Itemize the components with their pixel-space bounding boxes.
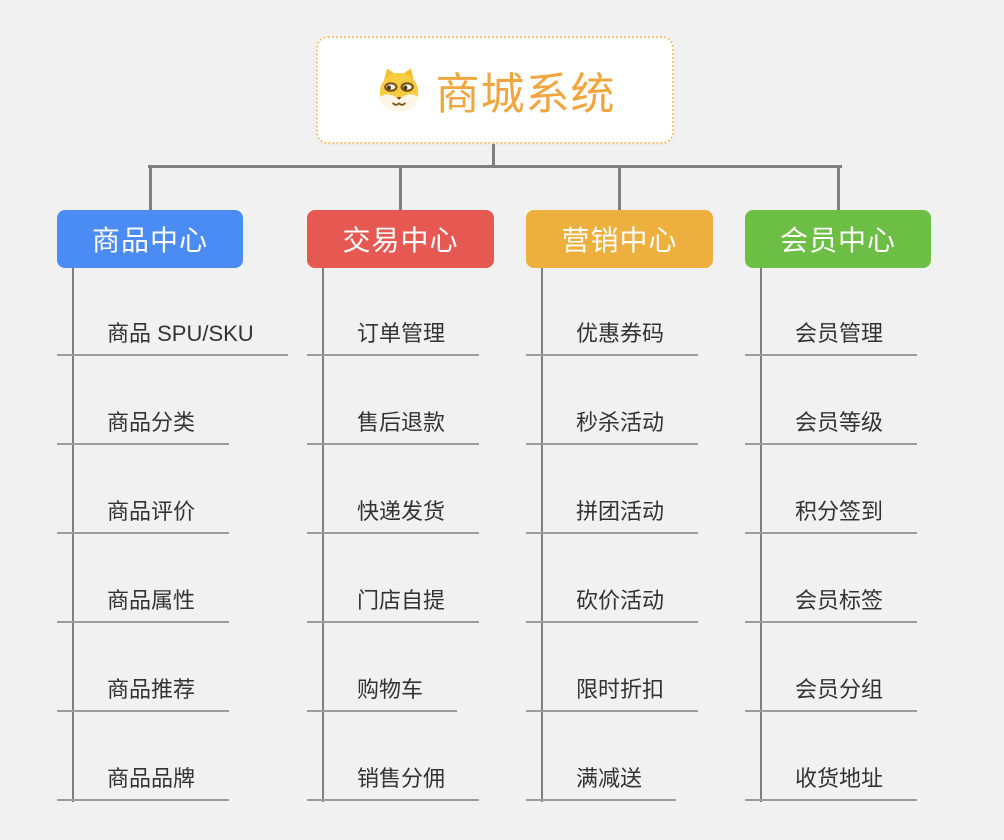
child-label: 快递发货	[357, 499, 446, 524]
branch-node[interactable]: 交易中心	[307, 210, 494, 268]
child-label: 收货地址	[795, 766, 884, 791]
child-node[interactable]: 商品品牌	[57, 755, 230, 801]
child-node[interactable]: 拼团活动	[526, 488, 699, 534]
connector-branch-drop	[148, 165, 152, 210]
child-node[interactable]: 售后退款	[307, 399, 480, 445]
child-label: 积分签到	[795, 499, 884, 524]
connector-child-line	[541, 268, 543, 802]
child-node[interactable]: 会员分组	[745, 666, 918, 712]
child-label: 商品分类	[107, 410, 196, 435]
child-node[interactable]: 商品分类	[57, 399, 230, 445]
connector-child-line	[322, 268, 324, 802]
child-node[interactable]: 商品属性	[57, 577, 230, 623]
child-node[interactable]: 门店自提	[307, 577, 480, 623]
root-title: 商城系统	[435, 70, 616, 119]
child-label: 商品属性	[107, 588, 196, 613]
child-node[interactable]: 商品评价	[57, 488, 230, 534]
branch-label: 商品中心	[91, 225, 208, 256]
child-label: 拼团活动	[576, 499, 665, 524]
branch-node[interactable]: 会员中心	[745, 210, 931, 268]
child-node[interactable]: 限时折扣	[526, 666, 699, 712]
child-label: 优惠券码	[576, 321, 665, 346]
child-label: 砍价活动	[576, 588, 665, 613]
child-node[interactable]: 积分签到	[745, 488, 918, 534]
child-label: 售后退款	[357, 410, 446, 435]
child-node[interactable]: 会员标签	[745, 577, 918, 623]
connector-child-line	[72, 268, 74, 802]
child-node[interactable]: 秒杀活动	[526, 399, 699, 445]
child-label: 秒杀活动	[576, 410, 665, 435]
branch-label: 交易中心	[342, 225, 459, 256]
child-label: 商品评价	[107, 499, 196, 524]
shiba-dog-icon	[379, 68, 418, 112]
child-label: 商品 SPU/SKU	[107, 321, 254, 346]
child-node[interactable]: 砍价活动	[526, 577, 699, 623]
child-label: 门店自提	[357, 588, 446, 613]
child-node[interactable]: 优惠券码	[526, 310, 699, 356]
child-label: 满减送	[576, 766, 643, 791]
child-label: 订单管理	[357, 321, 446, 346]
child-node[interactable]: 商品 SPU/SKU	[57, 310, 288, 356]
child-label: 商品品牌	[107, 766, 196, 791]
child-node[interactable]: 会员管理	[745, 310, 918, 356]
child-label: 购物车	[357, 677, 424, 702]
child-node[interactable]: 收货地址	[745, 755, 918, 801]
child-label: 会员管理	[795, 321, 884, 346]
child-label: 销售分佣	[357, 766, 446, 791]
child-label: 会员等级	[795, 410, 884, 435]
child-label: 限时折扣	[576, 677, 665, 702]
root-node[interactable]: 商城系统	[316, 36, 674, 144]
child-node[interactable]: 会员等级	[745, 399, 918, 445]
child-node[interactable]: 快递发货	[307, 488, 480, 534]
child-label: 会员分组	[795, 677, 884, 702]
child-node[interactable]: 销售分佣	[307, 755, 480, 801]
branch-label: 营销中心	[561, 225, 678, 256]
child-label: 会员标签	[795, 588, 884, 613]
branch-node[interactable]: 营销中心	[526, 210, 713, 268]
child-label: 商品推荐	[107, 677, 196, 702]
connector-branch-drop	[399, 165, 402, 210]
child-node[interactable]: 购物车	[307, 666, 458, 712]
child-node[interactable]: 满减送	[526, 755, 677, 801]
connector-branch-drop	[836, 165, 840, 210]
connector-root-stub	[492, 144, 495, 167]
connector-horizontal-bar	[148, 165, 842, 168]
child-node[interactable]: 订单管理	[307, 310, 480, 356]
connector-branch-drop	[618, 165, 621, 210]
connector-child-line	[760, 268, 762, 802]
child-node[interactable]: 商品推荐	[57, 666, 230, 712]
branch-label: 会员中心	[779, 225, 896, 256]
branch-node[interactable]: 商品中心	[57, 210, 243, 268]
